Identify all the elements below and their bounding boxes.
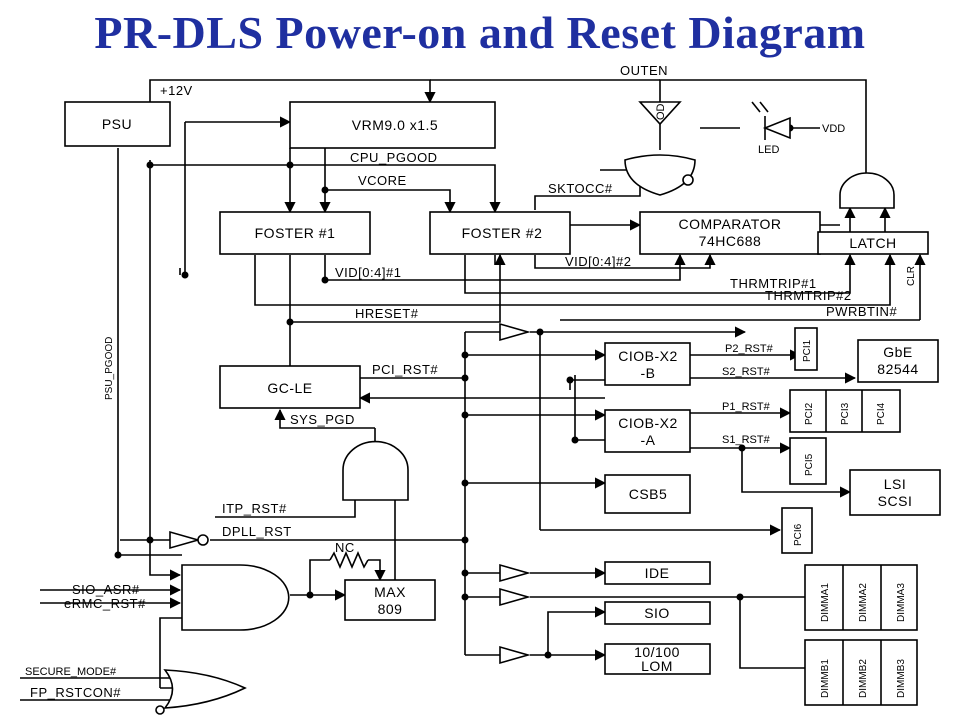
comparator-label-2: 74HC688 (699, 233, 762, 249)
p12v-label: +12V (160, 83, 193, 98)
pci2-label: PCI2 (804, 402, 815, 425)
itp-rst-label: ITP_RST# (222, 501, 287, 516)
dimmb3-label: DIMMB3 (896, 659, 907, 698)
pci1-slot (794, 327, 818, 371)
lsi-label-1: LSI (884, 476, 907, 492)
latch-block (817, 231, 929, 255)
cioba-label-1: CIOB-X2 (618, 415, 678, 431)
led-label: LED (758, 144, 779, 156)
pci1-label: PCI1 (802, 339, 813, 362)
od-label: OD (655, 103, 667, 120)
secure-mode-label: SECURE_MODE# (25, 666, 117, 678)
max809-block (344, 579, 436, 621)
latch-label: LATCH (849, 235, 896, 251)
dimma1-label: DIMMA1 (820, 583, 831, 622)
outen-label: OUTEN (620, 63, 668, 78)
dimmb-slots (804, 639, 918, 706)
pci5-label: PCI5 (804, 453, 815, 476)
gcle-block (219, 365, 361, 409)
dimma2-label: DIMMA2 (858, 583, 869, 622)
hreset-label: HRESET# (355, 306, 419, 321)
signal-labels: +12V OUTEN OD VDD LED CPU_PGOOD VCORE SK… (25, 63, 917, 700)
dimmb2-label: DIMMB2 (858, 659, 869, 698)
cpu-pgood-label: CPU_PGOOD (350, 150, 438, 165)
cioba-label-2: -A (641, 432, 656, 448)
comparator-label-1: COMPARATOR (678, 216, 781, 232)
thrmtrip2-label: THRMTRIP#2 (765, 288, 852, 303)
ciobb-label-1: CIOB-X2 (618, 348, 678, 364)
foster2-label: FOSTER #2 (462, 225, 543, 241)
ciobb-block (604, 342, 691, 386)
foster2-block (429, 211, 571, 255)
dpll-rst-label: DPLL_RST (222, 524, 292, 539)
pci6-label: PCI6 (793, 523, 804, 546)
pci4-label: PCI4 (876, 402, 887, 425)
ciobb-label-2: -B (641, 365, 656, 381)
vrm-label: VRM9.0 x1.5 (352, 117, 438, 133)
dimmb1-label: DIMMB1 (820, 659, 831, 698)
max-label-1: MAX (374, 584, 406, 600)
slot-labels: PCI1 PCI2 PCI3 PCI4 PCI5 PCI6 DIMMA1 DIM… (793, 339, 907, 698)
sio-label: SIO (644, 605, 670, 621)
p1-rst-label: P1_RST# (722, 401, 771, 413)
thrmtrip1-label: THRMTRIP#1 (730, 276, 817, 291)
lom-block (604, 643, 711, 675)
gates (155, 101, 895, 715)
dimma-slots (804, 564, 918, 631)
block-labels: PSU VRM9.0 x1.5 FOSTER #1 FOSTER #2 COMP… (102, 116, 918, 674)
lom-label-2: LOM (641, 658, 673, 674)
p2-rst-label: P2_RST# (725, 343, 774, 355)
foster1-block (219, 211, 371, 255)
sktocc-label: SKTOCC# (548, 181, 613, 196)
pci6-slot (781, 507, 813, 554)
ide-label: IDE (645, 565, 670, 581)
s2-rst-label: S2_RST# (722, 366, 771, 378)
csb5-label: CSB5 (629, 486, 668, 502)
dimma3-label: DIMMA3 (896, 583, 907, 622)
vid2-label: VID[0:4]#2 (565, 254, 631, 269)
ermc-rst-label: eRMC_RST# (64, 596, 146, 611)
sys-pgd-label: SYS_PGD (290, 412, 355, 427)
nc-label: NC (335, 540, 355, 555)
csb5-block (604, 474, 691, 514)
gbe-label-2: 82544 (877, 361, 918, 377)
max-label-2: 809 (378, 601, 403, 617)
gbe-block (857, 339, 939, 383)
clr-label: CLR (906, 266, 917, 286)
gcle-label: GC-LE (267, 380, 312, 396)
fp-rstcon-label: FP_RSTCON# (30, 685, 121, 700)
lsi-label-2: SCSI (878, 493, 913, 509)
diagram-title: PR-DLS Power-on and Reset Diagram (94, 7, 866, 58)
vrm-block (289, 101, 496, 149)
blocks (64, 101, 941, 706)
gbe-label-1: GbE (883, 344, 913, 360)
foster1-label: FOSTER #1 (255, 225, 336, 241)
lom-label-1: 10/100 (634, 644, 680, 660)
pwrbtin-label: PWRBTIN# (826, 304, 897, 319)
psu-label: PSU (102, 116, 132, 132)
wires (20, 79, 926, 701)
lsi-scsi-block (849, 469, 941, 516)
pci3-label: PCI3 (840, 402, 851, 425)
cioba-block (604, 409, 691, 453)
pci2-4-slots (789, 389, 901, 433)
vid1-label: VID[0:4]#1 (335, 265, 401, 280)
vdd-label: VDD (822, 123, 845, 135)
pci5-slot (789, 437, 827, 485)
vcore-label: VCORE (358, 173, 407, 188)
junctions (114, 124, 794, 659)
ide-block (604, 561, 711, 585)
sio-asr-label: SIO_ASR# (72, 582, 140, 597)
comparator-block (639, 211, 821, 255)
s1-rst-label: S1_RST# (722, 434, 771, 446)
psu-pgood-label: PSU_PGOOD (104, 337, 115, 400)
sio-block (604, 601, 711, 625)
pci-rst-label: PCI_RST# (372, 362, 438, 377)
psu-block (64, 101, 171, 147)
